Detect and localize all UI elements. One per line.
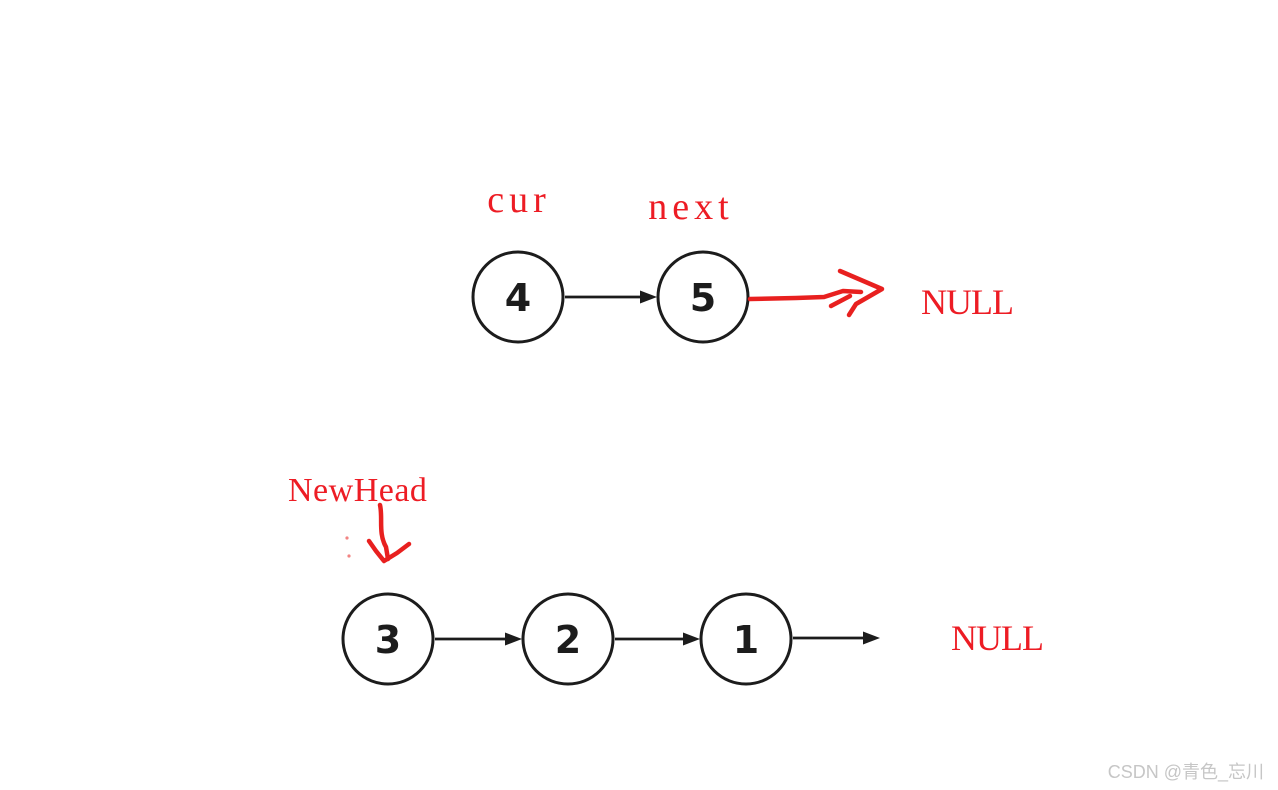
red-null-arrow <box>747 268 885 318</box>
node-circle-1 <box>699 592 793 686</box>
next-pointer-arrow-2-1 <box>615 632 700 646</box>
newhead-pointer-label: NewHead <box>288 472 427 509</box>
node-circle-2 <box>521 592 615 686</box>
node-value-1: 1 <box>733 618 759 662</box>
next-pointer-arrow-4-5 <box>565 290 657 304</box>
red-ink-specks <box>345 536 351 558</box>
node-value-4: 4 <box>505 276 531 320</box>
node-value-2: 2 <box>555 618 581 662</box>
next-pointer-arrow-1-null <box>793 631 880 645</box>
node-circle-4 <box>471 250 565 344</box>
newhead-arrow <box>366 502 412 564</box>
node-circle-5 <box>656 250 750 344</box>
null-label-top: NULL <box>921 282 1013 322</box>
null-label-bottom: NULL <box>951 618 1043 658</box>
node-circle-3 <box>341 592 435 686</box>
node-value-5: 5 <box>690 276 716 320</box>
next-pointer-arrow-3-2 <box>435 632 522 646</box>
node-value-3: 3 <box>375 618 401 662</box>
cur-pointer-label: cur <box>487 179 551 221</box>
csdn-watermark: CSDN @青色_忘川 <box>1108 762 1264 783</box>
next-pointer-label: next <box>648 186 733 228</box>
